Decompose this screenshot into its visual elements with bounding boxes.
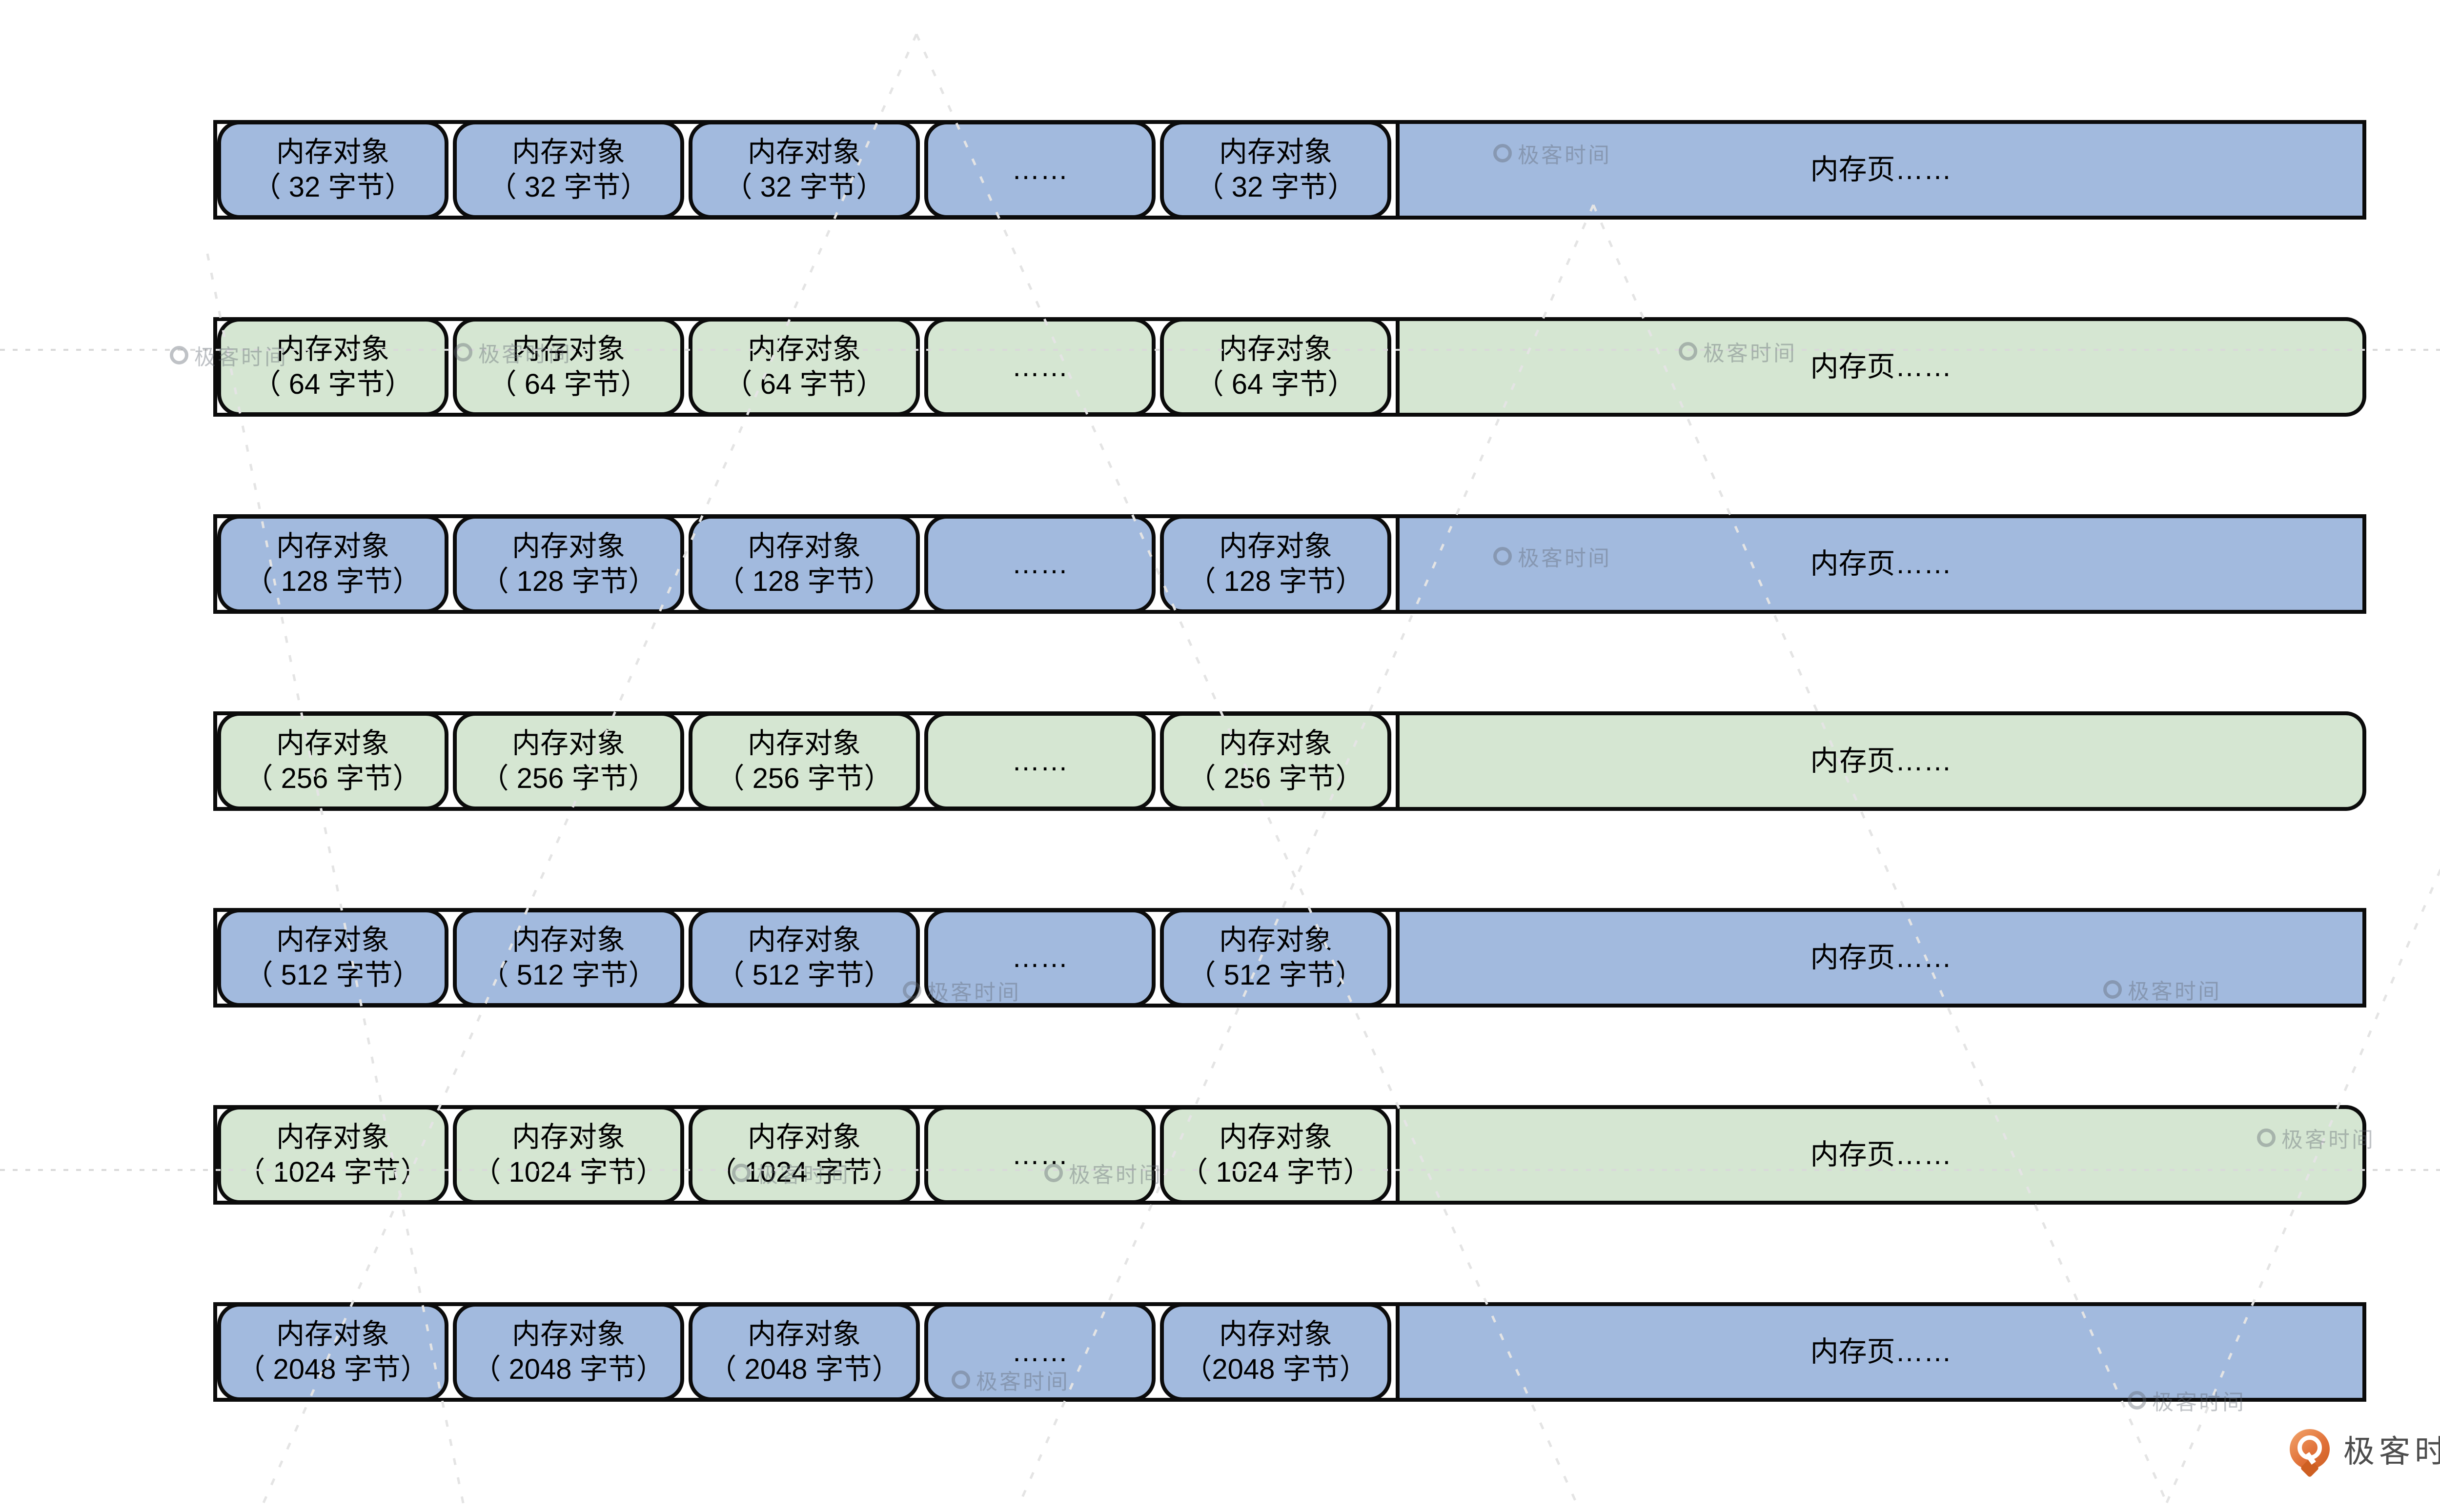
memory-page-box: 内存页…… [1396, 317, 2366, 417]
memory-object-label: 内存对象 （ 512 字节） [716, 924, 893, 991]
memory-row-64: 内存对象 （ 64 字节） 内存对象 （ 64 字节） 内存对象 （ 64 字节… [213, 317, 2366, 417]
ellipsis-box: …… [924, 121, 1156, 219]
memory-page-label: 内存页…… [1810, 1336, 1952, 1368]
memory-page-box: 内存页…… [1396, 1302, 2366, 1402]
memory-object-label: 内存对象 （ 256 字节） [244, 727, 421, 794]
ellipsis-label: …… [1012, 154, 1068, 185]
ellipsis-box: …… [924, 1106, 1156, 1204]
memory-object-label: 内存对象 （ 64 字节） [724, 333, 885, 400]
memory-page-box: 内存页…… [1396, 1105, 2366, 1205]
ellipsis-label: …… [1012, 1336, 1068, 1368]
memory-object-box: 内存对象 （ 128 字节） [1160, 515, 1391, 613]
memory-object-box: 内存对象 （ 1024 字节） [1160, 1106, 1391, 1204]
memory-object-label: 内存对象 （ 32 字节） [1195, 136, 1356, 203]
memory-object-label: 内存对象 （ 32 字节） [252, 136, 413, 203]
memory-page-label: 内存页…… [1810, 1139, 1952, 1170]
memory-object-box: 内存对象 （ 256 字节） [453, 712, 684, 810]
memory-page-label: 内存页…… [1810, 548, 1952, 580]
memory-object-box: 内存对象 （ 64 字节） [1160, 318, 1391, 416]
memory-object-box: 内存对象 （2048 字节） [1160, 1303, 1391, 1401]
memory-row-512: 内存对象 （ 512 字节） 内存对象 （ 512 字节） 内存对象 （ 512… [213, 908, 2366, 1008]
memory-object-box: 内存对象 （ 32 字节） [453, 121, 684, 219]
memory-object-box: 内存对象 （ 512 字节） [217, 908, 448, 1007]
memory-row-2048: 内存对象 （ 2048 字节） 内存对象 （ 2048 字节） 内存对象 （ 2… [213, 1302, 2366, 1402]
memory-row-1024: 内存对象 （ 1024 字节） 内存对象 （ 1024 字节） 内存对象 （ 1… [213, 1105, 2366, 1205]
memory-page-label: 内存页…… [1810, 942, 1952, 973]
memory-object-box: 内存对象 （ 128 字节） [217, 515, 448, 613]
memory-object-box: 内存对象 （ 128 字节） [453, 515, 684, 613]
memory-object-box: 内存对象 （ 512 字节） [453, 908, 684, 1007]
memory-object-label: 内存对象 （ 1024 字节） [1179, 1121, 1372, 1188]
ellipsis-label: …… [1012, 745, 1068, 777]
brand-logo: 极客时间 [2290, 1427, 2440, 1478]
memory-object-box: 内存对象 （ 256 字节） [689, 712, 920, 810]
memory-page-box: 内存页…… [1396, 908, 2366, 1008]
memory-row-128: 内存对象 （ 128 字节） 内存对象 （ 128 字节） 内存对象 （ 128… [213, 514, 2366, 614]
memory-object-box: 内存对象 （ 1024 字节） [453, 1106, 684, 1204]
memory-object-box: 内存对象 （ 64 字节） [217, 318, 448, 416]
memory-object-label: 内存对象 （2048 字节） [1183, 1318, 1368, 1385]
memory-row-256: 内存对象 （ 256 字节） 内存对象 （ 256 字节） 内存对象 （ 256… [213, 711, 2366, 811]
memory-object-label: 内存对象 （ 2048 字节） [708, 1318, 900, 1385]
memory-object-label: 内存对象 （ 1024 字节） [472, 1121, 665, 1188]
memory-object-box: 内存对象 （ 256 字节） [217, 712, 448, 810]
memory-object-box: 内存对象 （ 128 字节） [689, 515, 920, 613]
memory-object-label: 内存对象 （ 512 字节） [1187, 924, 1364, 991]
memory-object-box: 内存对象 （ 64 字节） [689, 318, 920, 416]
memory-object-box: 内存对象 （ 32 字节） [1160, 121, 1391, 219]
ellipsis-label: …… [1012, 942, 1068, 973]
memory-object-label: 内存对象 （ 256 字节） [1187, 727, 1364, 794]
memory-object-box: 内存对象 （ 2048 字节） [453, 1303, 684, 1401]
memory-row-32: 内存对象 （ 32 字节） 内存对象 （ 32 字节） 内存对象 （ 32 字节… [213, 120, 2366, 220]
memory-object-label: 内存对象 （ 128 字节） [244, 530, 421, 597]
memory-object-label: 内存对象 （ 256 字节） [480, 727, 657, 794]
memory-page-box: 内存页…… [1396, 514, 2366, 614]
ellipsis-box: …… [924, 712, 1156, 810]
memory-object-label: 内存对象 （ 128 字节） [480, 530, 657, 597]
memory-object-box: 内存对象 （ 256 字节） [1160, 712, 1391, 810]
memory-object-box: 内存对象 （ 1024 字节） [217, 1106, 448, 1204]
memory-page-label: 内存页…… [1810, 745, 1952, 777]
ellipsis-label: …… [1012, 351, 1068, 383]
memory-object-label: 内存对象 （ 32 字节） [724, 136, 885, 203]
memory-object-box: 内存对象 （ 2048 字节） [217, 1303, 448, 1401]
memory-page-label: 内存页…… [1810, 154, 1952, 185]
memory-object-label: 内存对象 （ 128 字节） [1187, 530, 1364, 597]
memory-object-box: 内存对象 （ 2048 字节） [689, 1303, 920, 1401]
memory-object-label: 内存对象 （ 64 字节） [488, 333, 649, 400]
memory-object-box: 内存对象 （ 32 字节） [689, 121, 920, 219]
memory-object-label: 内存对象 （ 128 字节） [716, 530, 893, 597]
memory-object-label: 内存对象 （ 512 字节） [244, 924, 421, 991]
memory-object-label: 内存对象 （ 1024 字节） [708, 1121, 900, 1188]
ellipsis-box: …… [924, 318, 1156, 416]
geektime-watermark-icon [170, 346, 188, 364]
memory-object-label: 内存对象 （ 32 字节） [488, 136, 649, 203]
memory-object-label: 内存对象 （ 2048 字节） [472, 1318, 665, 1385]
memory-page-box: 内存页…… [1396, 120, 2366, 220]
geektime-logo-icon [2290, 1429, 2330, 1478]
memory-object-box: 内存对象 （ 64 字节） [453, 318, 684, 416]
memory-object-label: 内存对象 （ 1024 字节） [237, 1121, 429, 1188]
memory-object-box: 内存对象 （ 512 字节） [1160, 908, 1391, 1007]
memory-page-box: 内存页…… [1396, 711, 2366, 811]
memory-page-label: 内存页…… [1810, 351, 1952, 383]
memory-object-box: 内存对象 （ 512 字节） [689, 908, 920, 1007]
memory-object-label: 内存对象 （ 64 字节） [1195, 333, 1356, 400]
memory-object-label: 内存对象 （ 64 字节） [252, 333, 413, 400]
memory-object-box: 内存对象 （ 32 字节） [217, 121, 448, 219]
ellipsis-box: …… [924, 1303, 1156, 1401]
memory-object-label: 内存对象 （ 512 字节） [480, 924, 657, 991]
memory-object-label: 内存对象 （ 2048 字节） [237, 1318, 429, 1385]
ellipsis-box: …… [924, 908, 1156, 1007]
ellipsis-label: …… [1012, 1139, 1068, 1170]
brand-name: 极客时间 [2343, 1434, 2440, 1469]
memory-object-label: 内存对象 （ 256 字节） [716, 727, 893, 794]
ellipsis-label: …… [1012, 548, 1068, 580]
memory-object-box: 内存对象 （ 1024 字节） [689, 1106, 920, 1204]
ellipsis-box: …… [924, 515, 1156, 613]
